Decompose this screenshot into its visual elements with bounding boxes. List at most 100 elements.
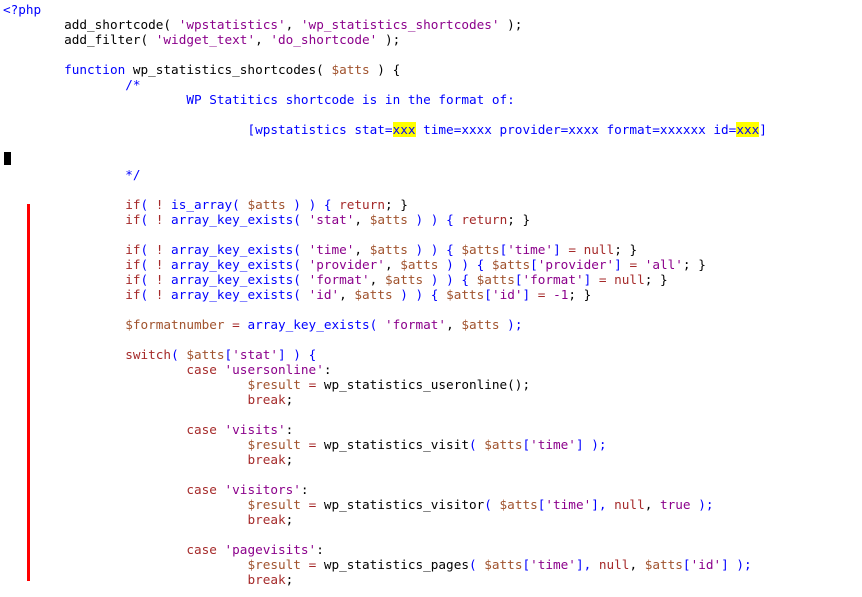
code-token-variable: $atts — [354, 287, 393, 302]
code-line[interactable]: $result = wp_statistics_visit( $atts['ti… — [3, 437, 606, 452]
code-line[interactable]: if( ! array_key_exists( 'provider', $att… — [3, 257, 706, 272]
code-token-string: 'all' — [644, 257, 683, 272]
code-token-string: 'visits' — [224, 422, 286, 437]
code-token-keyword: if — [125, 257, 141, 272]
code-token-plain — [217, 362, 225, 377]
code-token-keyword: if — [125, 272, 141, 287]
code-token-plain: wp_statistics_shortcodes( — [125, 62, 332, 77]
code-token-string: 'stat' — [308, 212, 355, 227]
code-line[interactable]: if( ! array_key_exists( 'format', $atts … — [3, 272, 667, 287]
code-line[interactable]: break; — [3, 572, 293, 587]
code-token-plain — [301, 557, 309, 572]
code-line[interactable]: add_shortcode( 'wpstatistics', 'wp_stati… — [3, 17, 522, 32]
code-token-string: 'do_shortcode' — [270, 32, 378, 47]
code-token-plain — [217, 482, 225, 497]
code-token-plain: wp_statistics_visitor — [316, 497, 485, 512]
code-token-plain: , — [369, 272, 385, 287]
code-line[interactable]: case 'visitors': — [3, 482, 308, 497]
code-token-plain: , — [354, 242, 370, 257]
code-token-string: 'id' — [491, 287, 523, 302]
code-token-string: true — [660, 497, 691, 512]
code-token-plain — [301, 437, 309, 452]
code-line[interactable]: if( ! array_key_exists( 'stat', $atts ) … — [3, 212, 530, 227]
code-token-plain: ; } — [682, 257, 706, 272]
code-line[interactable]: $formatnumber = array_key_exists( 'forma… — [3, 317, 522, 332]
code-token-builtin: ] — [583, 272, 599, 287]
code-token-builtin: array_key_exists — [239, 317, 370, 332]
code-line[interactable]: break; — [3, 512, 293, 527]
code-line[interactable]: if( ! array_key_exists( 'id', $atts ) ) … — [3, 287, 591, 302]
code-token-string: 'id' — [308, 287, 340, 302]
code-token-string: 'wpstatistics' — [178, 17, 286, 32]
code-line[interactable]: if( ! is_array( $atts ) ) { return; } — [3, 197, 408, 212]
code-token-keyword: case — [186, 422, 217, 437]
code-token-plain: ; } — [568, 287, 592, 302]
code-token-builtin: ( — [293, 287, 309, 302]
code-line[interactable]: $result = wp_statistics_pages( $atts['ti… — [3, 557, 751, 572]
code-token-keyword: = — [308, 437, 317, 452]
code-token-string: 'usersonline' — [224, 362, 324, 377]
code-token-plain: ; — [285, 512, 294, 527]
code-token-builtin: ] ) { — [278, 347, 317, 362]
code-token-builtin: ) ) { — [423, 272, 477, 287]
code-token-variable: $atts — [186, 347, 225, 362]
code-token-keyword: return — [339, 197, 385, 212]
code-line[interactable]: break; — [3, 452, 293, 467]
code-token-builtin: ) ) { — [407, 212, 462, 227]
code-line[interactable]: /* — [3, 77, 140, 92]
code-token-variable: $atts — [491, 257, 531, 272]
code-token-plain — [607, 272, 615, 287]
code-line[interactable]: add_filter( 'widget_text', 'do_shortcode… — [3, 32, 400, 47]
code-line[interactable]: case 'visits': — [3, 422, 293, 437]
code-line[interactable]: $result = wp_statistics_visitor( $atts['… — [3, 497, 713, 512]
code-token-keyword: = — [537, 287, 546, 302]
code-token-builtin: ( — [468, 557, 485, 572]
code-token-string: 'format' — [522, 272, 584, 287]
code-line[interactable]: <?php — [3, 2, 41, 17]
code-token-builtin: ( — [484, 497, 500, 512]
code-line[interactable]: [wpstatistics stat=xxx time=xxxx provide… — [3, 122, 767, 137]
code-token-comment: ] — [759, 122, 767, 137]
code-token-keyword: break — [247, 392, 286, 407]
code-token-plain: , — [384, 257, 401, 272]
code-line[interactable]: $result = wp_statistics_useronline(); — [3, 377, 530, 392]
code-line[interactable]: WP Statitics shortcode is in the format … — [3, 92, 514, 107]
code-token-plain: ); — [377, 32, 401, 47]
code-token-php_tag: <?php — [3, 2, 42, 17]
code-token-keyword: ! — [155, 257, 164, 272]
code-token-keyword: break — [247, 512, 286, 527]
code-token-keyword: ! — [155, 242, 164, 257]
code-token-keyword: if — [125, 197, 141, 212]
code-line[interactable]: */ — [3, 167, 140, 182]
code-token-plain: add_filter( — [64, 32, 156, 47]
code-token-plain — [576, 242, 584, 257]
code-line[interactable]: case 'usersonline': — [3, 362, 331, 377]
code-token-variable: $atts — [384, 272, 424, 287]
code-token-builtin: ) ) { — [392, 287, 447, 302]
code-token-keyword: ! — [155, 212, 164, 227]
code-token-plain: ; — [285, 572, 294, 587]
code-token-string: 'time' — [507, 242, 554, 257]
code-token-string: 'format' — [308, 272, 370, 287]
code-line[interactable]: case 'pagevisits': — [3, 542, 324, 557]
code-token-keyword: ! — [155, 287, 164, 302]
code-token-comment: time=xxxx provider=xxxx format=xxxxxx id… — [415, 122, 737, 137]
code-line[interactable]: function wp_statistics_shortcodes( $atts… — [3, 62, 400, 77]
code-token-comment: xxx — [392, 122, 416, 137]
code-token-builtin: [ — [682, 557, 691, 572]
code-token-builtin: array_key_exists — [163, 242, 294, 257]
code-token-builtin: ) ) { — [407, 242, 462, 257]
code-line[interactable]: switch( $atts['stat'] ) { — [3, 347, 316, 362]
code-token-builtin: ( — [140, 257, 156, 272]
code-line[interactable]: break; — [3, 392, 293, 407]
text-cursor — [4, 152, 11, 165]
code-token-plain: , — [339, 287, 355, 302]
code-token-builtin: ] — [614, 257, 630, 272]
code-line[interactable]: if( ! array_key_exists( 'time', $atts ) … — [3, 242, 637, 257]
code-token-keyword: = — [629, 257, 638, 272]
code-token-string: 'time' — [545, 497, 592, 512]
code-token-builtin: ( — [293, 272, 309, 287]
code-token-variable: $atts — [484, 437, 523, 452]
code-token-keyword: = — [308, 557, 317, 572]
